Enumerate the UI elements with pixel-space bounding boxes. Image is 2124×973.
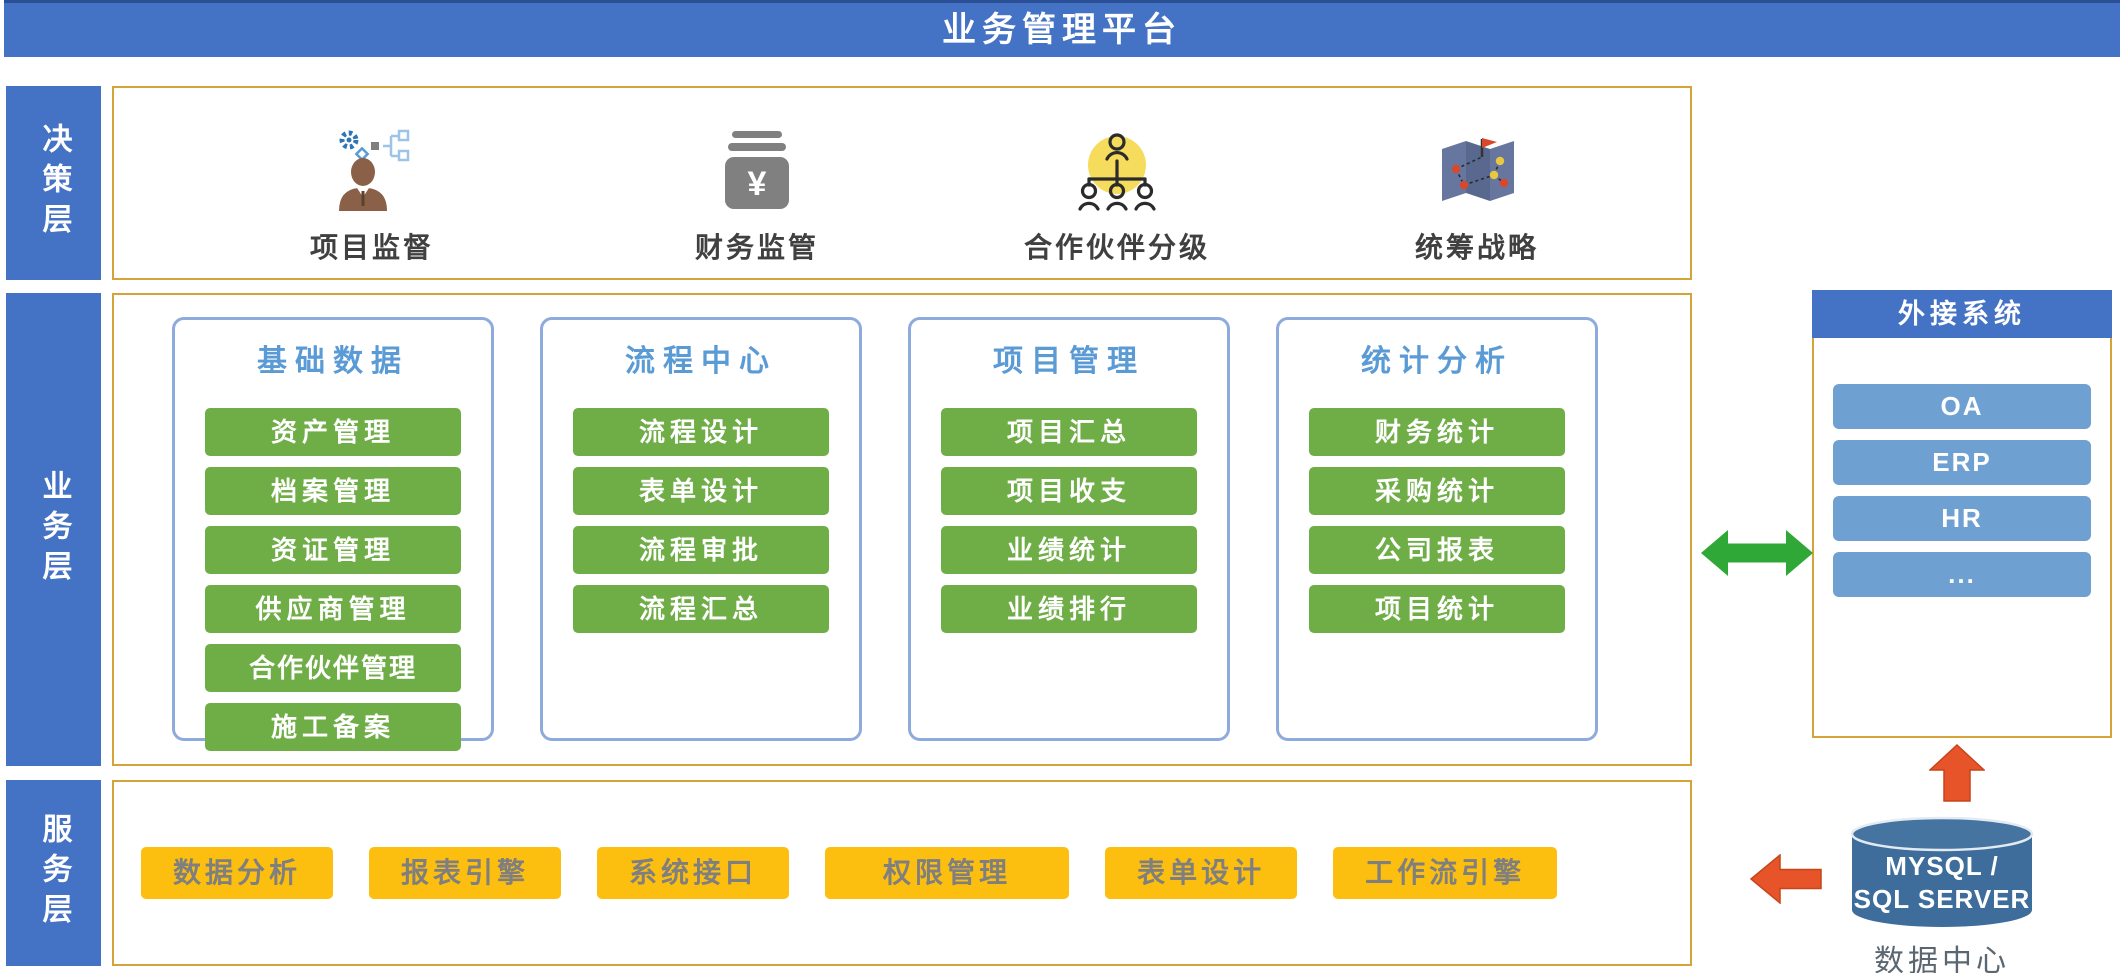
- business-layer-panel: 基础数据 资产管理 档案管理 资证管理 供应商管理 合作伙伴管理 施工备案 流程…: [112, 293, 1692, 766]
- column-buttons: 项目汇总 项目收支 业绩统计 业绩排行: [911, 408, 1227, 633]
- page-title: 业务管理平台: [4, 0, 2120, 57]
- module-button[interactable]: 资证管理: [205, 526, 461, 574]
- data-center: MYSQL / SQL SERVER 数据中心: [1846, 814, 2038, 973]
- decision-item-partner-grading: 合作伙伴分级: [997, 110, 1237, 266]
- decision-layer-panel: 项目监督 ¥ 财务监管: [112, 86, 1692, 280]
- business-columns: 基础数据 资产管理 档案管理 资证管理 供应商管理 合作伙伴管理 施工备案 流程…: [172, 317, 1598, 751]
- column-basic-data: 基础数据 资产管理 档案管理 资证管理 供应商管理 合作伙伴管理 施工备案: [172, 317, 494, 751]
- column-statistics-analysis: 统计分析 财务统计 采购统计 公司报表 项目统计: [1276, 317, 1598, 741]
- double-arrow-icon: [1701, 522, 1813, 589]
- decision-item-label: 合作伙伴分级: [1023, 232, 1210, 263]
- column-project-management: 项目管理 项目汇总 项目收支 业绩统计 业绩排行: [908, 317, 1230, 741]
- column-buttons: 财务统计 采购统计 公司报表 项目统计: [1279, 408, 1595, 633]
- svg-text:¥: ¥: [748, 165, 767, 203]
- module-button[interactable]: 业绩排行: [941, 585, 1197, 633]
- data-center-caption: 数据中心: [1874, 945, 2010, 973]
- module-button[interactable]: 资产管理: [205, 408, 461, 456]
- module-button[interactable]: 供应商管理: [205, 585, 461, 633]
- column-process-center: 流程中心 流程设计 表单设计 流程审批 流程汇总: [540, 317, 862, 741]
- database-label: MYSQL / SQL SERVER: [1846, 850, 2038, 915]
- column-buttons: 流程设计 表单设计 流程审批 流程汇总: [543, 408, 859, 633]
- database-label-line2: SQL SERVER: [1853, 883, 2031, 914]
- partners-icon: [1069, 124, 1165, 216]
- module-button[interactable]: 流程审批: [573, 526, 829, 574]
- service-button[interactable]: 表单设计: [1105, 847, 1298, 899]
- strategy-icon: [1429, 124, 1525, 216]
- decision-item-label: 财务监管: [694, 232, 819, 263]
- column-title: 统计分析: [1361, 345, 1513, 378]
- supervisor-icon: [324, 124, 420, 216]
- layer-label-service: 服务层: [6, 780, 101, 966]
- column-title: 项目管理: [993, 345, 1145, 378]
- service-button[interactable]: 权限管理: [825, 847, 1070, 899]
- external-system-button[interactable]: ...: [1833, 552, 2091, 597]
- external-systems-title: 外接系统: [1812, 290, 2112, 338]
- left-arrow-icon: [1749, 853, 1822, 909]
- service-buttons: 数据分析 报表引擎 系统接口 权限管理 表单设计 工作流引擎: [114, 782, 1690, 964]
- module-button[interactable]: 施工备案: [205, 703, 461, 751]
- external-systems-panel: 外接系统 OA ERP HR ...: [1812, 290, 2112, 738]
- module-button[interactable]: 表单设计: [573, 467, 829, 515]
- decision-item-finance-supervision: ¥ 财务监管: [637, 110, 877, 266]
- column-title: 流程中心: [625, 345, 777, 378]
- column-title: 基础数据: [257, 345, 409, 378]
- up-arrow-icon: [1928, 743, 1986, 807]
- module-button[interactable]: 项目收支: [941, 467, 1197, 515]
- module-button[interactable]: 流程汇总: [573, 585, 829, 633]
- module-button[interactable]: 采购统计: [1309, 467, 1565, 515]
- database-cylinder-icon: MYSQL / SQL SERVER: [1846, 814, 2038, 932]
- decision-item-label: 统筹战略: [1414, 232, 1539, 263]
- decision-item-label: 项目监督: [309, 232, 434, 263]
- external-system-button[interactable]: OA: [1833, 384, 2091, 429]
- module-button[interactable]: 档案管理: [205, 467, 461, 515]
- module-button[interactable]: 项目汇总: [941, 408, 1197, 456]
- service-layer-panel: 数据分析 报表引擎 系统接口 权限管理 表单设计 工作流引擎: [112, 780, 1692, 966]
- module-button[interactable]: 合作伙伴管理: [205, 644, 461, 692]
- external-system-button[interactable]: ERP: [1833, 440, 2091, 485]
- module-button[interactable]: 公司报表: [1309, 526, 1565, 574]
- module-button[interactable]: 财务统计: [1309, 408, 1565, 456]
- service-button[interactable]: 数据分析: [141, 847, 334, 899]
- column-buttons: 资产管理 档案管理 资证管理 供应商管理 合作伙伴管理 施工备案: [175, 408, 491, 751]
- layer-label-business: 业务层: [6, 293, 101, 766]
- database-label-line1: MYSQL /: [1885, 851, 1999, 881]
- decision-item-strategy: 统筹战略: [1357, 110, 1597, 266]
- service-button[interactable]: 工作流引擎: [1333, 847, 1558, 899]
- layer-label-decision: 决策层: [6, 86, 101, 280]
- finance-icon: ¥: [709, 124, 805, 216]
- external-system-button[interactable]: HR: [1833, 496, 2091, 541]
- service-button[interactable]: 报表引擎: [369, 847, 562, 899]
- decision-item-project-supervision: 项目监督: [252, 110, 492, 266]
- service-button[interactable]: 系统接口: [597, 847, 790, 899]
- module-button[interactable]: 业绩统计: [941, 526, 1197, 574]
- module-button[interactable]: 流程设计: [573, 408, 829, 456]
- module-button[interactable]: 项目统计: [1309, 585, 1565, 633]
- external-systems-list: OA ERP HR ...: [1812, 338, 2112, 738]
